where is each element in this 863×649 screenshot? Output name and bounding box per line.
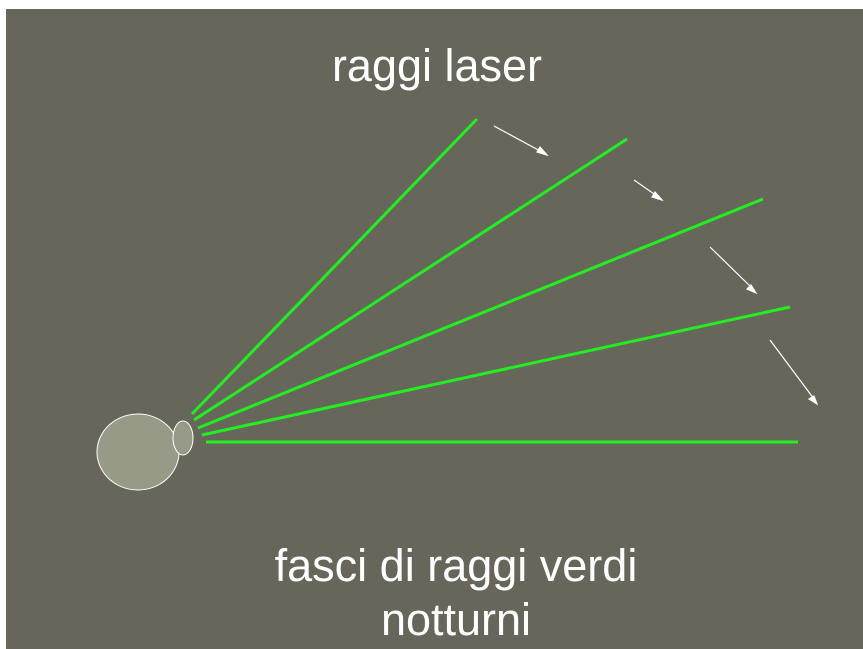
caption-line-1: fasci di raggi verdi: [6, 539, 863, 593]
title: raggi laser: [6, 41, 863, 91]
caption-line-2: notturni: [6, 593, 863, 647]
laser-beams: [192, 119, 798, 442]
eye-head: [97, 414, 179, 490]
arrow-4: [770, 340, 817, 404]
slide: raggi laser fasci di raggi verdi notturn…: [6, 9, 863, 649]
arrow-2: [634, 180, 662, 200]
arrow-3: [710, 247, 756, 293]
laser-beam-1: [192, 119, 477, 414]
eye-icon: [97, 414, 193, 490]
caption: fasci di raggi verdi notturni: [6, 539, 863, 647]
eye-lens: [173, 421, 193, 455]
arrow-1: [494, 126, 547, 155]
laser-beam-4: [202, 307, 790, 435]
